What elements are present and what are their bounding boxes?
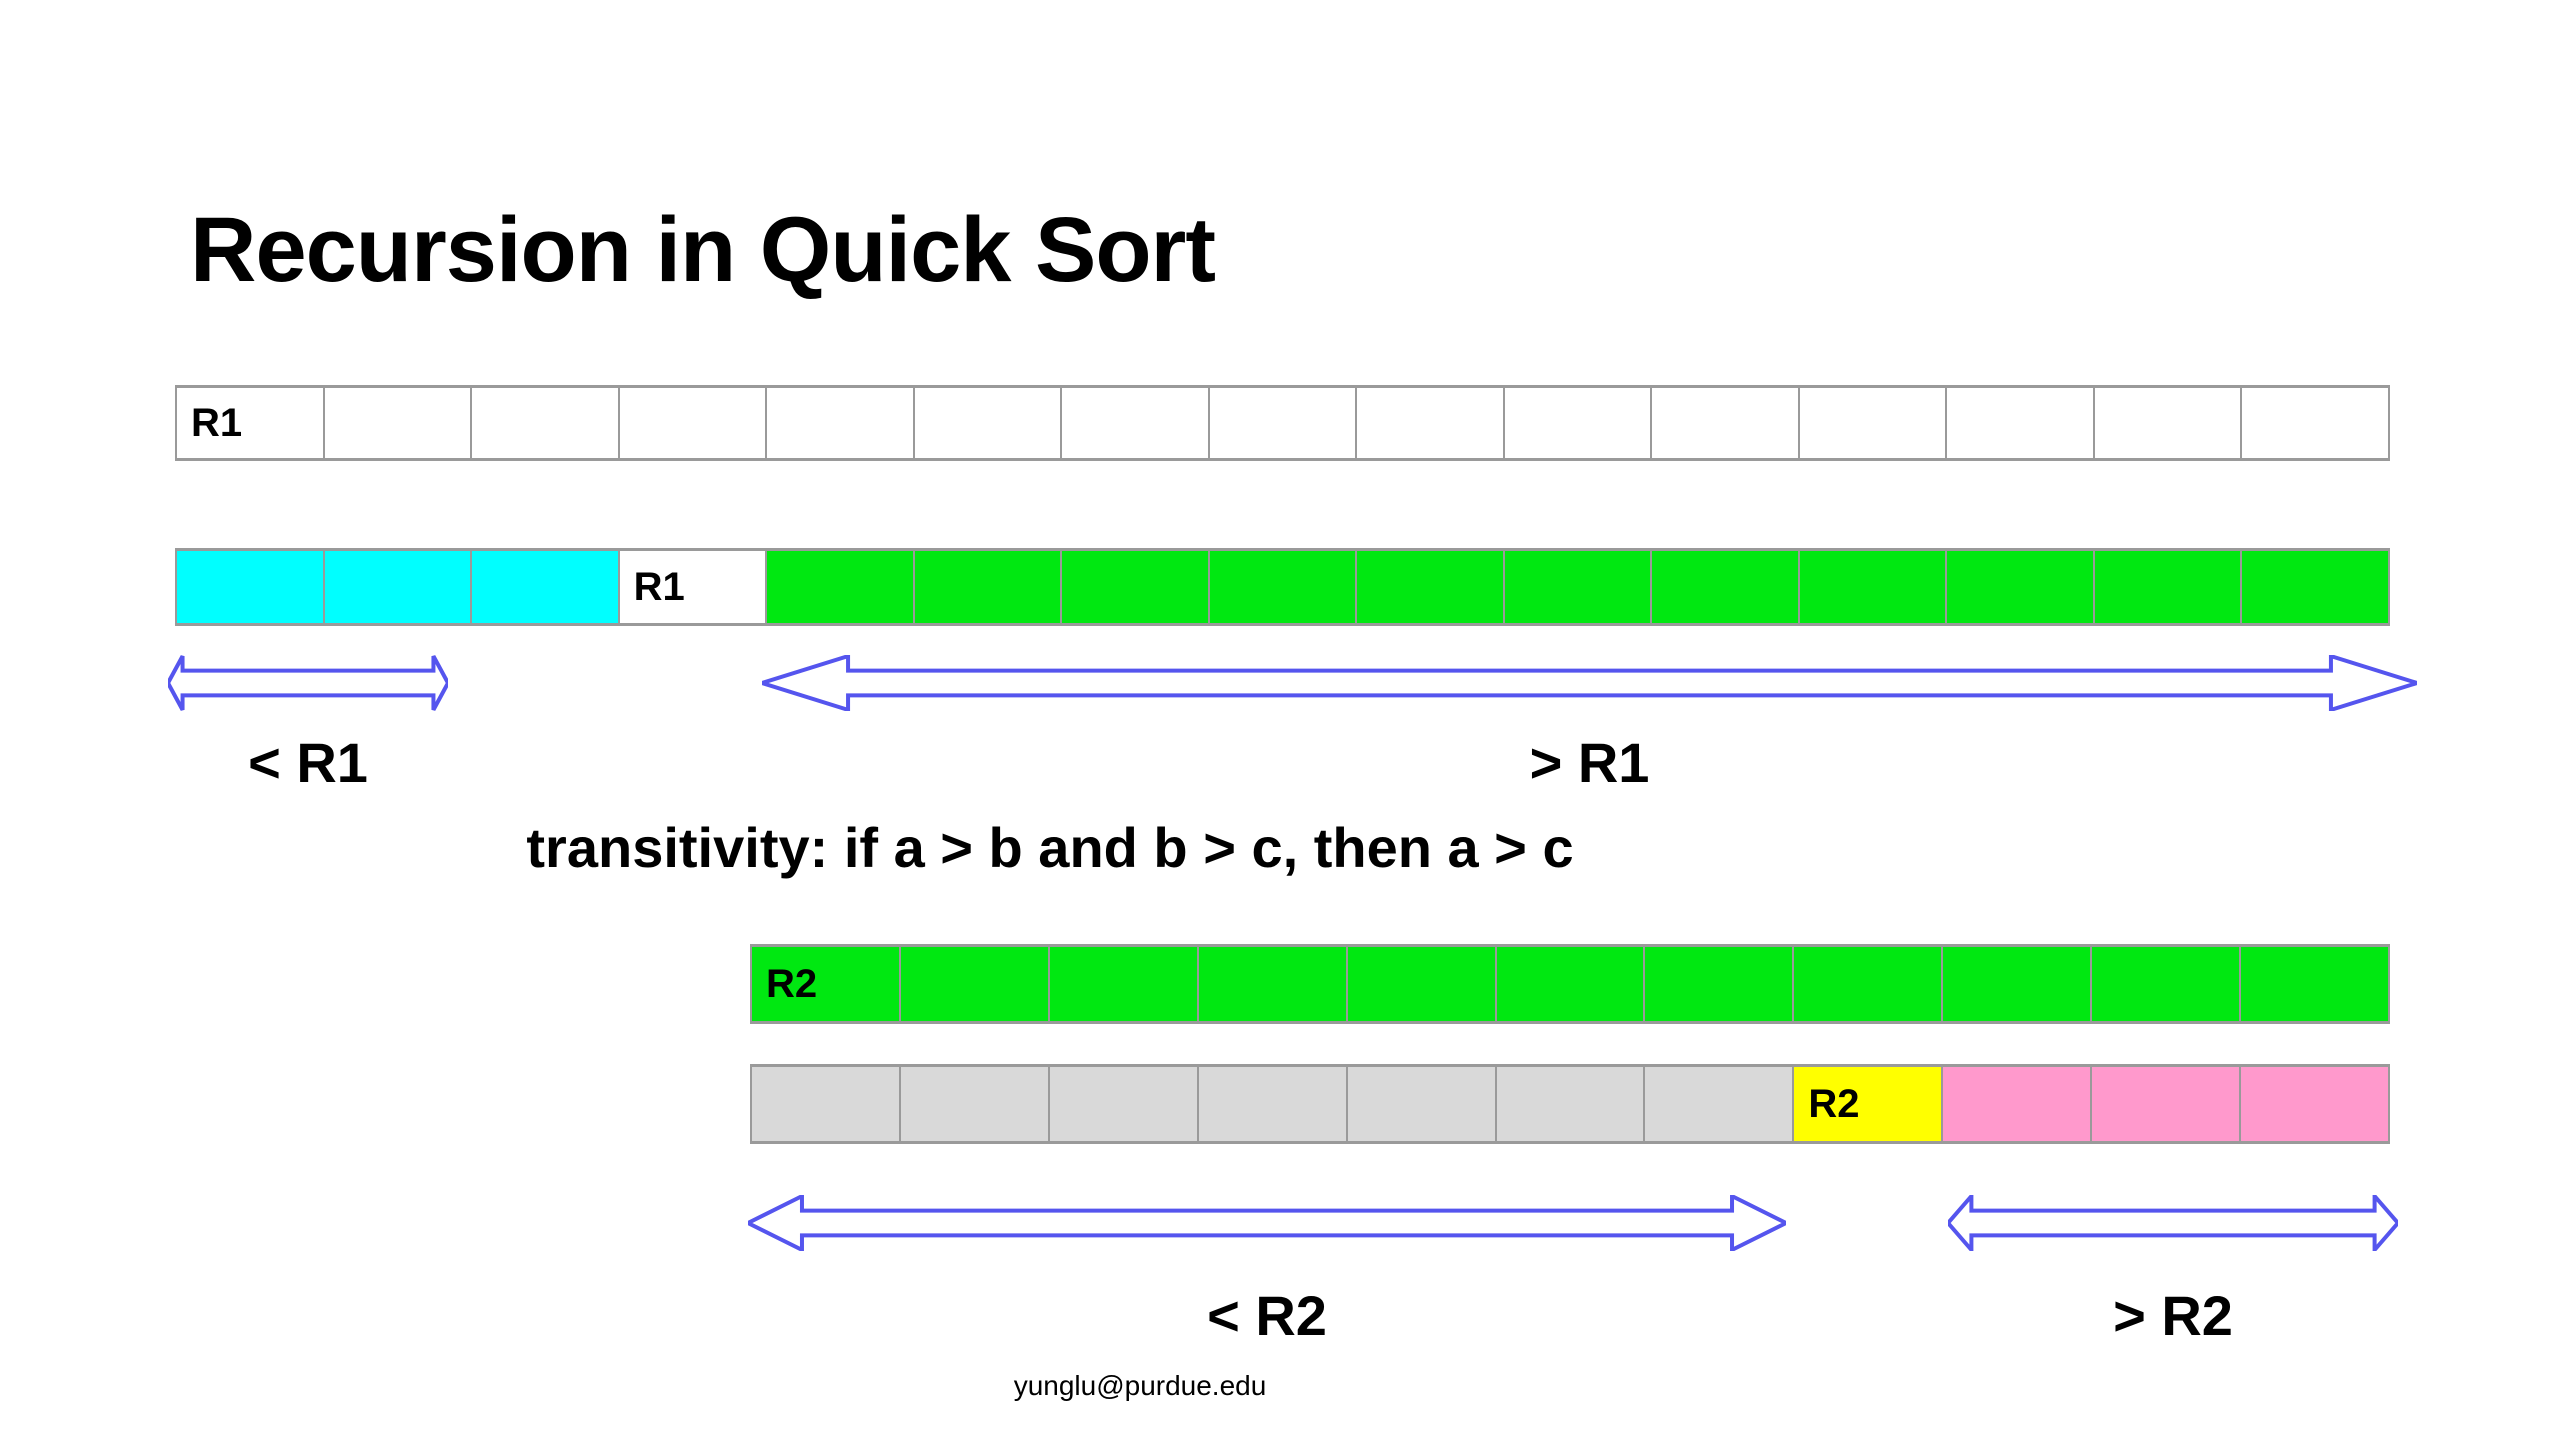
array-cell <box>1198 1067 1348 1141</box>
array-cell <box>1062 551 1210 623</box>
array-cell <box>1652 388 1800 458</box>
subarray-row-r2: R2 <box>750 944 2390 1024</box>
array-cell <box>2094 551 2243 623</box>
array-cell <box>914 551 1063 623</box>
array-cell <box>2242 551 2390 623</box>
array-cell <box>2241 1067 2390 1141</box>
array-cell <box>1504 551 1653 623</box>
array-cell <box>1496 947 1646 1021</box>
array-cell <box>1652 551 1800 623</box>
array-cell <box>1947 551 2095 623</box>
array-cell <box>2094 388 2243 458</box>
array-cell <box>914 388 1063 458</box>
page-title: Recursion in Quick Sort <box>190 198 1216 301</box>
array-cell: R2 <box>1794 1067 1944 1141</box>
array-cell <box>1049 947 1199 1021</box>
array-cell <box>900 1067 1050 1141</box>
range-label-greater-than-r2: > R2 <box>2113 1284 2233 1347</box>
array-cell-label: R2 <box>1808 1082 1860 1126</box>
array-cell <box>1049 1067 1199 1141</box>
array-cell <box>324 551 473 623</box>
array-cell <box>1794 947 1944 1021</box>
transitivity-note: transitivity: if a > b and b > c, then a… <box>526 816 1574 879</box>
unsorted-array-row: R1 <box>175 385 2390 461</box>
array-cell <box>1943 1067 2093 1141</box>
range-arrow-greater-than-r1 <box>762 655 2417 711</box>
array-cell <box>619 388 768 458</box>
array-cell <box>1504 388 1653 458</box>
array-cell <box>472 388 620 458</box>
array-cell <box>1943 947 2093 1021</box>
array-cell <box>2092 947 2242 1021</box>
array-cell: R2 <box>752 947 901 1021</box>
range-arrow-less-than-r2 <box>748 1195 1786 1251</box>
array-cell: R1 <box>619 551 768 623</box>
range-label-less-than-r1: < R1 <box>248 731 368 794</box>
array-cell <box>1357 388 1505 458</box>
array-cell-label: R1 <box>191 401 243 445</box>
array-cell <box>1799 551 1948 623</box>
array-cell <box>324 388 473 458</box>
partitioned-array-row-r1: R1 <box>175 548 2390 626</box>
array-cell <box>2241 947 2390 1021</box>
range-arrow-greater-than-r2 <box>1948 1195 2398 1251</box>
array-cell: R1 <box>177 388 325 458</box>
array-cell <box>1209 551 1358 623</box>
array-cell <box>472 551 620 623</box>
array-cell <box>2242 388 2390 458</box>
array-cell <box>900 947 1050 1021</box>
array-cell-label: R1 <box>633 565 685 609</box>
partitioned-subarray-row-r2: R2 <box>750 1064 2390 1144</box>
array-cell <box>1347 1067 1497 1141</box>
array-cell <box>177 551 325 623</box>
range-label-less-than-r2: < R2 <box>1207 1284 1327 1347</box>
array-cell <box>1947 388 2095 458</box>
array-cell <box>1357 551 1505 623</box>
array-cell <box>767 388 915 458</box>
array-cell <box>2092 1067 2242 1141</box>
array-cell <box>767 551 915 623</box>
array-cell <box>1198 947 1348 1021</box>
array-cell <box>752 1067 901 1141</box>
array-cell <box>1645 1067 1795 1141</box>
array-cell <box>1645 947 1795 1021</box>
range-label-greater-than-r1: > R1 <box>1529 731 1650 794</box>
array-cell-label: R2 <box>766 962 818 1006</box>
array-cell <box>1209 388 1358 458</box>
array-cell <box>1496 1067 1646 1141</box>
array-cell <box>1799 388 1948 458</box>
array-cell <box>1062 388 1210 458</box>
array-cell <box>1347 947 1497 1021</box>
footer-email: yunglu@purdue.edu <box>1013 1370 1267 1401</box>
range-arrow-less-than-r1 <box>168 655 448 711</box>
